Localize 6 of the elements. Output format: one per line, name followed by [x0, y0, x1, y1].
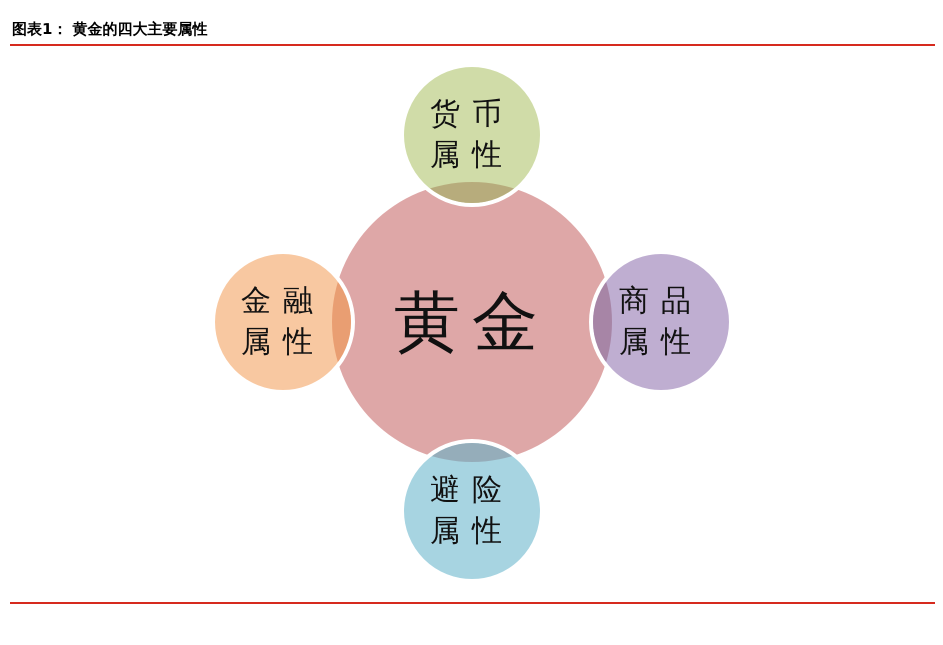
circle-label: 商品属性: [618, 282, 704, 361]
circle-label: 金融属性: [240, 282, 326, 361]
circle-label: 黄金: [393, 282, 551, 362]
circle-label: 避险属性: [429, 472, 515, 550]
circle-label: 货币属性: [429, 96, 515, 174]
figure-title: 图表1： 黄金的四大主要属性: [12, 20, 208, 39]
